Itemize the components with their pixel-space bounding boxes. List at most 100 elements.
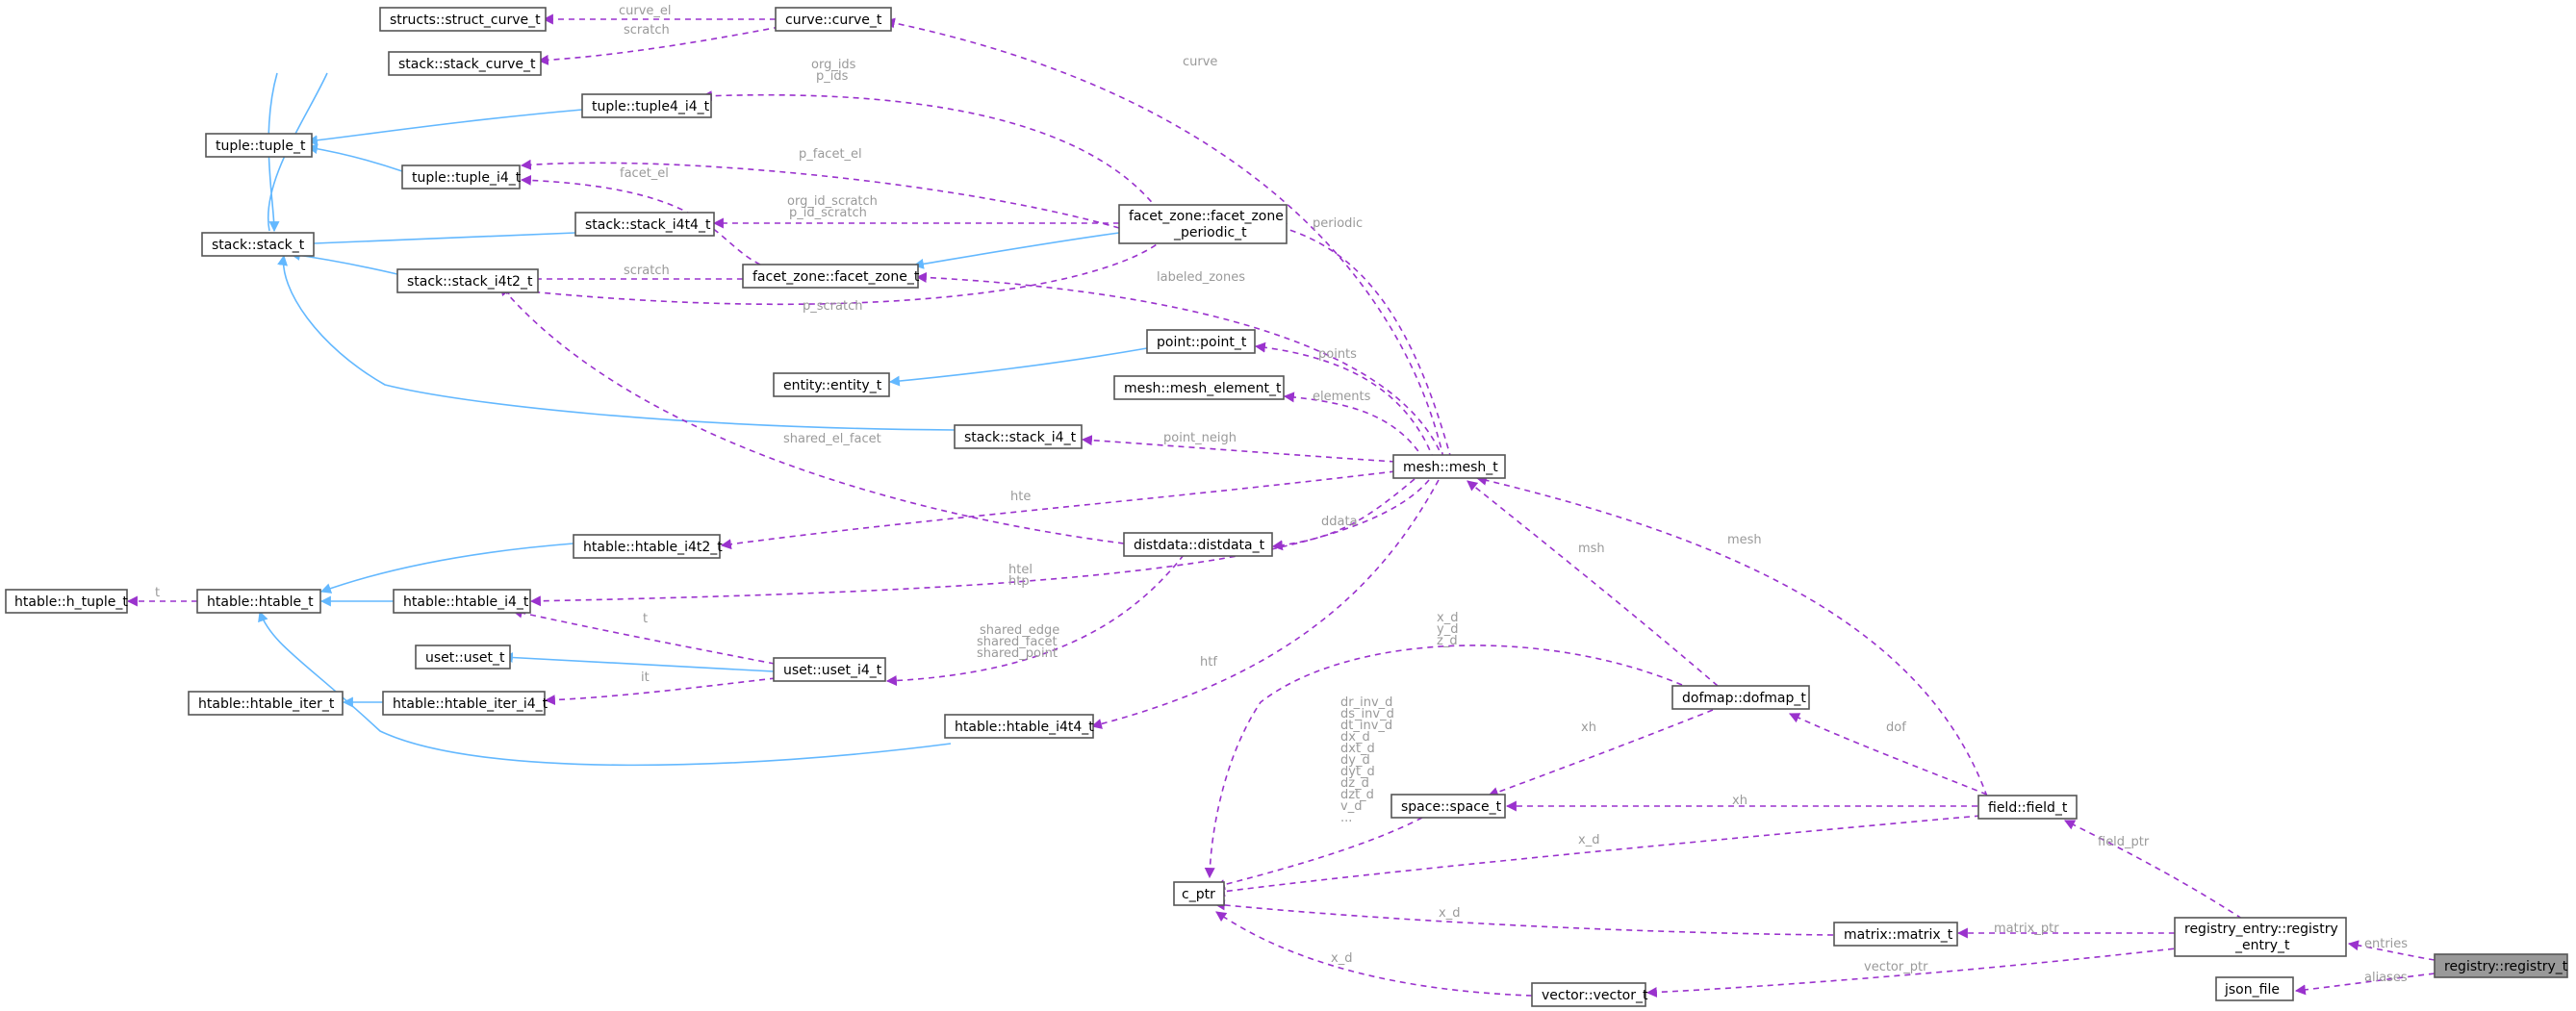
edge-label-xh-field: xh: [1732, 794, 1747, 808]
svg-text:distdata::distdata_t: distdata::distdata_t: [1134, 538, 1265, 553]
svg-text:htable::htable_iter_t: htable::htable_iter_t: [198, 696, 335, 712]
svg-text:t: t: [643, 612, 648, 626]
edge-label-curve: curve: [1183, 55, 1217, 69]
edge-label-labeled-zones: labeled_zones: [1157, 270, 1245, 285]
svg-text:mesh::mesh_t: mesh::mesh_t: [1403, 460, 1498, 475]
node-c-ptr[interactable]: c_ptr: [1173, 881, 1225, 906]
node-matrix-t[interactable]: matrix::matrix_t: [1833, 922, 1958, 947]
node-vector-t[interactable]: vector::vector_t: [1531, 982, 1648, 1007]
node-space-t[interactable]: space::space_t: [1390, 794, 1506, 819]
svg-text:periodic: periodic: [1313, 216, 1363, 231]
edge-label-t-uset: t: [643, 612, 648, 626]
edge-mesh-field: [1475, 474, 1988, 797]
svg-text:htable::htable_i4t4_t: htable::htable_i4t4_t: [955, 720, 1094, 735]
edge-tuple-i4-to-tuple: [306, 143, 403, 172]
svg-text:x_d: x_d: [1331, 951, 1352, 966]
node-htable-i4t2-t[interactable]: htable::htable_i4t2_t: [573, 534, 723, 559]
node-curve-t[interactable]: curve::curve_t: [775, 7, 892, 32]
node-stack-curve-t[interactable]: stack::stack_curve_t: [388, 51, 542, 76]
svg-text:field::field_t: field::field_t: [1988, 800, 2068, 816]
node-htable-t[interactable]: htable::htable_t: [196, 589, 321, 614]
edge-label-p-facet-el: p_facet_el: [799, 147, 862, 162]
edge-field-ptr: [2064, 820, 2243, 920]
node-struct-curve-t[interactable]: structs::struct_curve_t: [379, 7, 547, 32]
edge-stack-i4t4-to-stack: [289, 232, 576, 249]
node-uset-i4-t[interactable]: uset::uset_i4_t: [773, 657, 886, 682]
svg-text:c_ptr: c_ptr: [1182, 887, 1215, 902]
node-htable-i4t4-t[interactable]: htable::htable_i4t4_t: [944, 714, 1094, 739]
node-mesh-element-t[interactable]: mesh::mesh_element_t: [1113, 375, 1285, 400]
edge-labeled-zones: [915, 271, 1444, 461]
edge-label-dof: dof: [1886, 720, 1906, 735]
node-registry-entry-t[interactable]: registry_entry::registry_entry_t: [2174, 917, 2347, 957]
edge-label-hte: hte: [1010, 490, 1031, 504]
node-htable-i4-t[interactable]: htable::htable_i4_t: [393, 589, 531, 614]
edge-htable-i4t4-to-htable: [258, 610, 952, 767]
node-facet-zone-periodic-t[interactable]: facet_zone::facet_zone_periodic_t: [1118, 204, 1288, 244]
node-stack-i4t2-t[interactable]: stack::stack_i4t2_t: [396, 268, 539, 293]
svg-text:uset::uset_i4_t: uset::uset_i4_t: [783, 663, 882, 678]
svg-text:p_scratch: p_scratch: [803, 299, 862, 314]
edge-label-htf: htf: [1200, 655, 1217, 670]
svg-text:htable::htable_iter_i4_t: htable::htable_iter_i4_t: [393, 696, 548, 712]
svg-text:htf: htf: [1200, 655, 1217, 670]
svg-text:matrix_ptr: matrix_ptr: [1994, 922, 2059, 936]
node-tuple4-i4-t[interactable]: tuple::tuple4_i4_t: [581, 93, 712, 118]
svg-text:facet_el: facet_el: [620, 166, 669, 181]
node-htable-iter-i4-t[interactable]: htable::htable_iter_i4_t: [382, 691, 548, 716]
node-stack-i4-t[interactable]: stack::stack_i4_t: [954, 424, 1083, 449]
node-h-tuple-t[interactable]: htable::h_tuple_t: [5, 589, 128, 614]
edge-tuple4-to-tuple: [306, 109, 583, 146]
edge-dofmap-cptr: [1204, 645, 1683, 879]
edge-htel-htp: [529, 479, 1430, 607]
edge-p-facet-el: [520, 159, 1120, 229]
edge-point-to-entity: [888, 347, 1148, 387]
node-field-t[interactable]: field::field_t: [1977, 795, 2078, 820]
svg-text:hte: hte: [1010, 490, 1031, 504]
node-dofmap-t[interactable]: dofmap::dofmap_t: [1671, 685, 1810, 710]
node-mesh-t[interactable]: mesh::mesh_t: [1392, 454, 1506, 479]
svg-text:registry_entry::registry: registry_entry::registry: [2184, 922, 2338, 937]
svg-text:stack::stack_curve_t: stack::stack_curve_t: [398, 57, 536, 72]
svg-text:point::point_t: point::point_t: [1157, 335, 1247, 350]
node-htable-iter-t[interactable]: htable::htable_iter_t: [188, 691, 344, 716]
node-stack-t[interactable]: stack::stack_t: [201, 232, 315, 257]
node-tuple-t[interactable]: tuple::tuple_t: [205, 133, 313, 158]
svg-text:mesh: mesh: [1727, 533, 1762, 547]
node-registry-t[interactable]: registry::registry_t: [2434, 953, 2568, 978]
svg-text:stack::stack_i4t4_t: stack::stack_i4t4_t: [585, 217, 711, 233]
svg-text:x_dy_dz_d: x_dy_dz_d: [1437, 611, 1458, 648]
node-facet-zone-t[interactable]: facet_zone::facet_zone_t: [742, 264, 920, 289]
edge-it: [544, 677, 777, 706]
svg-text:stack::stack_t: stack::stack_t: [212, 238, 305, 253]
node-stack-i4t4-t[interactable]: stack::stack_i4t4_t: [574, 212, 715, 237]
node-point-t[interactable]: point::point_t: [1146, 329, 1256, 354]
svg-text:facet_zone::facet_zone: facet_zone::facet_zone: [1129, 209, 1284, 224]
edge-entries: [2347, 940, 2436, 961]
edge-p-scratch: [498, 238, 1165, 306]
svg-text:elements: elements: [1313, 390, 1371, 404]
edge-stack-i4-to-stack: [277, 254, 956, 431]
node-distdata-t[interactable]: distdata::distdata_t: [1123, 532, 1273, 557]
node-uset-t[interactable]: uset::uset_t: [415, 645, 511, 670]
edge-scratch-curve: [537, 26, 780, 65]
edge-label-entries: entries: [2364, 937, 2408, 951]
svg-text:it: it: [641, 670, 650, 685]
svg-text:tuple::tuple4_i4_t: tuple::tuple4_i4_t: [592, 99, 710, 114]
edge-label-curve-el: curve_el: [619, 4, 672, 18]
edge-stack-i4t2-to-stack: [289, 249, 398, 275]
edge-label-x-d-matrix: x_d: [1439, 906, 1460, 921]
node-entity-t[interactable]: entity::entity_t: [773, 372, 890, 397]
node-tuple-i4-t[interactable]: tuple::tuple_i4_t: [401, 164, 522, 190]
svg-text:_entry_t: _entry_t: [2234, 938, 2290, 953]
svg-text:space::space_t: space::space_t: [1401, 799, 1502, 815]
svg-text:tuple::tuple_t: tuple::tuple_t: [216, 139, 306, 154]
svg-text:tuple::tuple_i4_t: tuple::tuple_i4_t: [412, 170, 522, 186]
node-json-file[interactable]: json_file: [2215, 976, 2294, 1001]
